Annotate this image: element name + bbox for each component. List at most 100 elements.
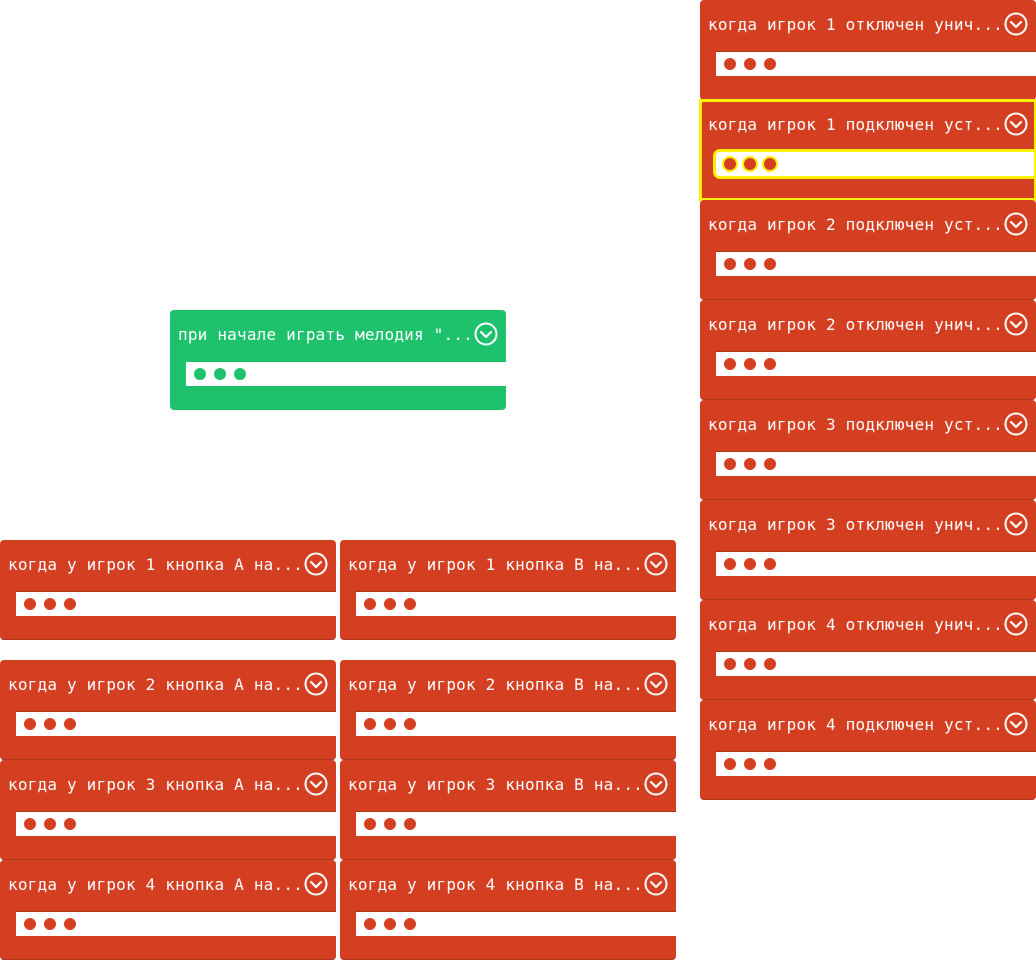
chevron-down-circle-icon[interactable] xyxy=(304,872,328,896)
block-footer xyxy=(0,616,336,640)
ellipsis-dot xyxy=(24,598,36,610)
button-event-block-p1-a[interactable]: когда у игрок 1 кнопка A на... xyxy=(0,540,336,640)
button-event-block-p1-b[interactable]: когда у игрок 1 кнопка B на... xyxy=(340,540,676,640)
ellipsis-dot xyxy=(404,918,416,930)
block-header xyxy=(340,760,676,812)
block-header xyxy=(340,660,676,712)
button-event-block-p2-a[interactable]: когда у игрок 2 кнопка A на... xyxy=(0,660,336,760)
ellipsis-dot xyxy=(364,718,376,730)
player-event-block-p1-disconnected[interactable]: когда игрок 1 отключен унич... xyxy=(700,0,1036,100)
block-footer xyxy=(340,836,676,860)
player-event-block-p3-disconnected[interactable]: когда игрок 3 отключен унич... xyxy=(700,500,1036,600)
block-footer xyxy=(170,386,506,410)
block-title: при начале играть мелодия "... xyxy=(178,325,470,344)
ellipsis-dot xyxy=(744,758,756,770)
chevron-down-circle-icon[interactable] xyxy=(304,552,328,576)
chevron-down-circle-icon[interactable] xyxy=(1004,312,1028,336)
button-event-block-p3-a[interactable]: когда у игрок 3 кнопка A на... xyxy=(0,760,336,860)
player-event-block-p4-disconnected[interactable]: когда игрок 4 отключен унич... xyxy=(700,600,1036,700)
button-event-block-p3-b[interactable]: когда у игрок 3 кнопка B на... xyxy=(340,760,676,860)
block-title: когда у игрок 4 кнопка A на... xyxy=(8,875,300,894)
chevron-down-circle-icon[interactable] xyxy=(474,322,498,346)
ellipsis-dot xyxy=(724,158,736,170)
block-header xyxy=(0,860,336,912)
block-footer xyxy=(700,576,1036,600)
collapsed-body-slot[interactable] xyxy=(716,252,1036,276)
collapsed-body-slot[interactable] xyxy=(716,152,1036,176)
player-event-block-p1-connected[interactable]: когда игрок 1 подключен уст... xyxy=(699,99,1036,201)
ellipsis-dot xyxy=(384,818,396,830)
block-footer xyxy=(700,376,1036,400)
block-header xyxy=(700,600,1036,652)
chevron-down-circle-icon[interactable] xyxy=(1004,512,1028,536)
chevron-down-circle-icon[interactable] xyxy=(1004,612,1028,636)
ellipsis-dot xyxy=(764,158,776,170)
collapsed-body-slot[interactable] xyxy=(356,712,676,736)
collapsed-body-slot[interactable] xyxy=(716,552,1036,576)
on-start-play-melody-block[interactable]: при начале играть мелодия "... xyxy=(170,310,506,410)
collapsed-body-slot[interactable] xyxy=(356,912,676,936)
chevron-down-circle-icon[interactable] xyxy=(304,772,328,796)
block-title: когда у игрок 1 кнопка B на... xyxy=(348,555,640,574)
ellipsis-dot xyxy=(744,158,756,170)
collapsed-body-slot[interactable] xyxy=(16,812,336,836)
ellipsis-dot xyxy=(744,358,756,370)
chevron-down-circle-icon[interactable] xyxy=(1004,412,1028,436)
ellipsis-dot xyxy=(44,598,56,610)
collapsed-body-slot[interactable] xyxy=(716,52,1036,76)
chevron-down-circle-icon[interactable] xyxy=(1004,212,1028,236)
player-event-block-p2-connected[interactable]: когда игрок 2 подключен уст... xyxy=(700,200,1036,300)
collapsed-body-slot[interactable] xyxy=(716,752,1036,776)
chevron-down-circle-icon[interactable] xyxy=(1004,12,1028,36)
ellipsis-dot xyxy=(404,818,416,830)
ellipsis-dot xyxy=(724,558,736,570)
chevron-down-circle-icon[interactable] xyxy=(644,772,668,796)
ellipsis-dot xyxy=(384,598,396,610)
chevron-down-circle-icon[interactable] xyxy=(644,672,668,696)
player-event-block-p2-disconnected[interactable]: когда игрок 2 отключен унич... xyxy=(700,300,1036,400)
collapsed-body-slot[interactable] xyxy=(356,812,676,836)
ellipsis-dot xyxy=(64,818,76,830)
block-title: когда игрок 3 отключен унич... xyxy=(708,515,1000,534)
collapsed-body-slot[interactable] xyxy=(16,712,336,736)
chevron-down-circle-icon[interactable] xyxy=(644,872,668,896)
ellipsis-dot xyxy=(234,368,246,380)
ellipsis-dot xyxy=(44,818,56,830)
ellipsis-dot xyxy=(214,368,226,380)
button-event-block-p2-b[interactable]: когда у игрок 2 кнопка B на... xyxy=(340,660,676,760)
ellipsis-dot xyxy=(24,718,36,730)
collapsed-body-slot[interactable] xyxy=(716,352,1036,376)
block-title: когда у игрок 3 кнопка B на... xyxy=(348,775,640,794)
ellipsis-dot xyxy=(24,818,36,830)
button-event-block-p4-b[interactable]: когда у игрок 4 кнопка B на... xyxy=(340,860,676,960)
block-title: когда игрок 2 отключен унич... xyxy=(708,315,1000,334)
collapsed-body-slot[interactable] xyxy=(716,452,1036,476)
block-footer xyxy=(0,836,336,860)
block-footer xyxy=(340,736,676,760)
player-event-block-p4-connected[interactable]: когда игрок 4 подключен уст... xyxy=(700,700,1036,800)
ellipsis-dot xyxy=(64,718,76,730)
ellipsis-dot xyxy=(724,258,736,270)
button-event-block-p4-a[interactable]: когда у игрок 4 кнопка A на... xyxy=(0,860,336,960)
collapsed-body-slot[interactable] xyxy=(186,362,506,386)
ellipsis-dot xyxy=(724,358,736,370)
chevron-down-circle-icon[interactable] xyxy=(304,672,328,696)
chevron-down-circle-icon[interactable] xyxy=(1004,112,1028,136)
ellipsis-dot xyxy=(744,458,756,470)
ellipsis-dot xyxy=(194,368,206,380)
collapsed-body-slot[interactable] xyxy=(356,592,676,616)
block-title: когда у игрок 2 кнопка B на... xyxy=(348,675,640,694)
block-footer xyxy=(340,936,676,960)
ellipsis-dot xyxy=(364,918,376,930)
chevron-down-circle-icon[interactable] xyxy=(644,552,668,576)
ellipsis-dot xyxy=(384,718,396,730)
ellipsis-dot xyxy=(44,918,56,930)
chevron-down-circle-icon[interactable] xyxy=(1004,712,1028,736)
collapsed-body-slot[interactable] xyxy=(716,652,1036,676)
collapsed-body-slot[interactable] xyxy=(16,912,336,936)
collapsed-body-slot[interactable] xyxy=(16,592,336,616)
player-event-block-p3-connected[interactable]: когда игрок 3 подключен уст... xyxy=(700,400,1036,500)
block-title: когда игрок 2 подключен уст... xyxy=(708,215,1000,234)
block-title: когда у игрок 2 кнопка A на... xyxy=(8,675,300,694)
block-header xyxy=(700,500,1036,552)
